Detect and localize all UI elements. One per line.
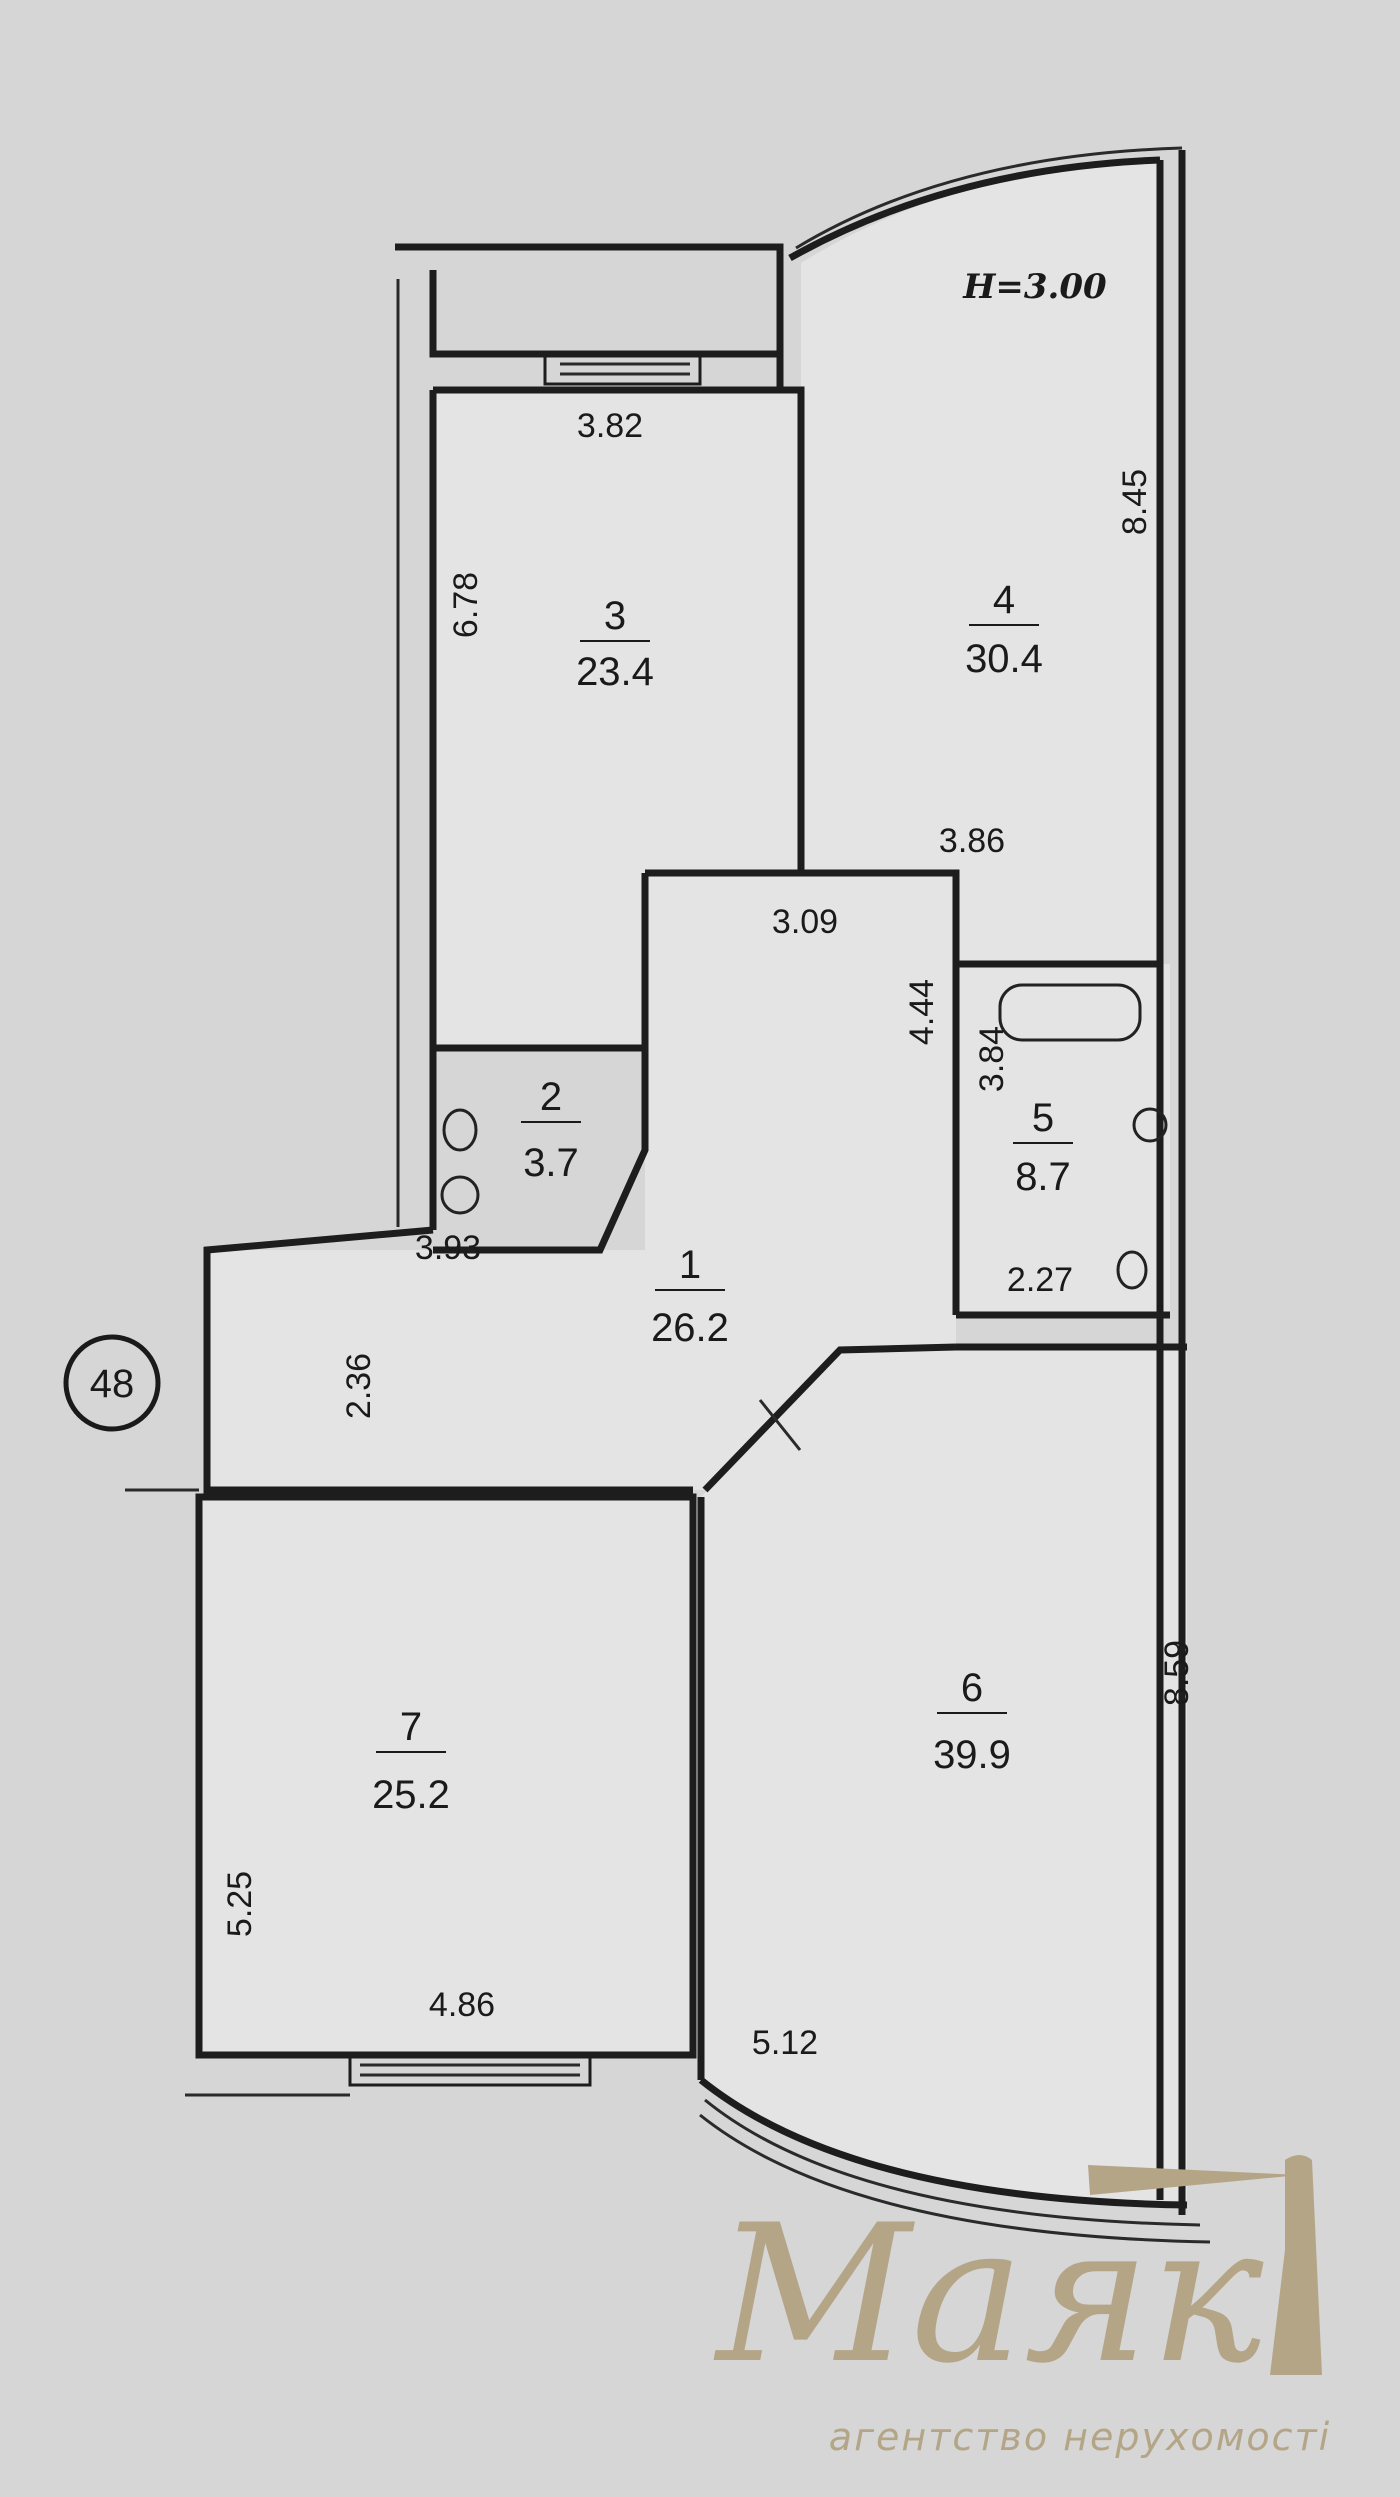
dim-room7-length: 5.25 [221,1871,259,1937]
dim-room4-width: 3.86 [939,822,1005,860]
wc-toilet-icon [442,1108,478,1152]
brand-tagline: агентство нерухомості [829,2415,1331,2459]
room-5-number: 5 [1032,1096,1054,1140]
window-room7 [348,2053,592,2087]
room-5-area: 8.7 [1015,1155,1071,1199]
dim-bath-length: 3.84 [973,1026,1011,1092]
room-1-area: 26.2 [651,1306,729,1350]
walls [63,146,1211,2244]
building-marker: 48 [90,1362,135,1406]
dim-room6-width: 5.12 [752,2024,818,2062]
room-3-area: 23.4 [576,650,654,694]
brand-name: Маяк [713,2184,1264,2405]
dim-room6-length: 8.59 [1158,1640,1196,1706]
wc-sink-icon [440,1175,480,1215]
dim-room3-length: 6.78 [447,572,485,638]
dim-corridor-width: 3.09 [772,903,838,941]
room-6-number: 6 [961,1666,983,1710]
room-7-area: 25.2 [372,1773,450,1817]
dim-hall-width: 3.93 [415,1229,481,1267]
labels: H=3.00 48 1 26.2 2 3.7 3 23.4 4 30.4 5 8… [90,267,1196,2062]
dim-room3-width: 3.82 [577,407,643,445]
room-4-number: 4 [993,578,1015,622]
room-2-area: 3.7 [523,1141,579,1185]
agency-logo: Маяк агентство нерухомості [713,2155,1331,2459]
toilet-icon [1116,1250,1148,1290]
dim-room7-width: 4.86 [429,1986,495,2024]
bathtub-icon [998,983,1142,1042]
room-1-number: 1 [679,1243,701,1287]
dim-corridor-length: 4.44 [903,979,941,1045]
room-7-number: 7 [400,1705,422,1749]
sink-icon [1132,1107,1168,1143]
dim-hall-depth: 2.36 [340,1353,378,1419]
room-2-number: 2 [540,1075,562,1119]
dim-room4-length: 8.45 [1116,469,1154,535]
lighthouse-icon [1088,2155,1322,2375]
building-marker-circle [63,1334,161,1432]
ceiling-height: H=3.00 [962,267,1107,307]
window-room3 [543,352,702,386]
room-3-number: 3 [604,594,626,638]
room-6-area: 39.9 [933,1733,1011,1777]
dim-bath-width: 2.27 [1007,1261,1073,1299]
room-fills [199,160,1187,2205]
room-4-area: 30.4 [965,637,1043,681]
